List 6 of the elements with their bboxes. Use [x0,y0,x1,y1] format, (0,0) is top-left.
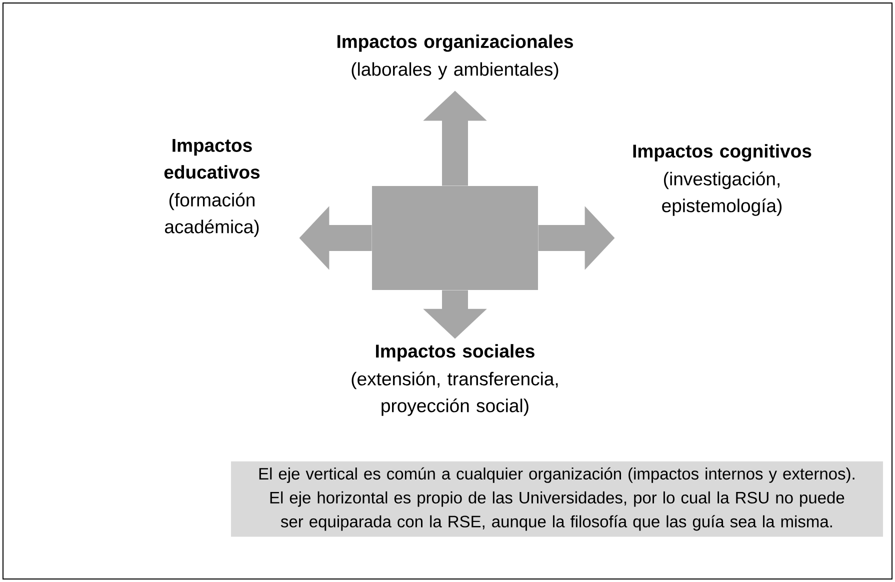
note-box: El eje vertical es común a cualquier organización (impactos internos y externos). El eje horizontal es propio de las Universidades, por lo cual la RSU no puede ser equiparada con la RSE, aunque la filosofía que las guía sea la misma. [231,461,883,537]
box-shape [372,186,538,290]
impact-label: Impactos organizacionales (laborales y ambientales) [338,34,573,80]
impact-label: Impactos sociales (extensión, transferencia, proyección social) [352,344,558,416]
impact-label: Impactos cognitivos (investigación, epistemología) [633,144,812,216]
impact-label: Impactos educativos (formación académica) [164,139,260,237]
